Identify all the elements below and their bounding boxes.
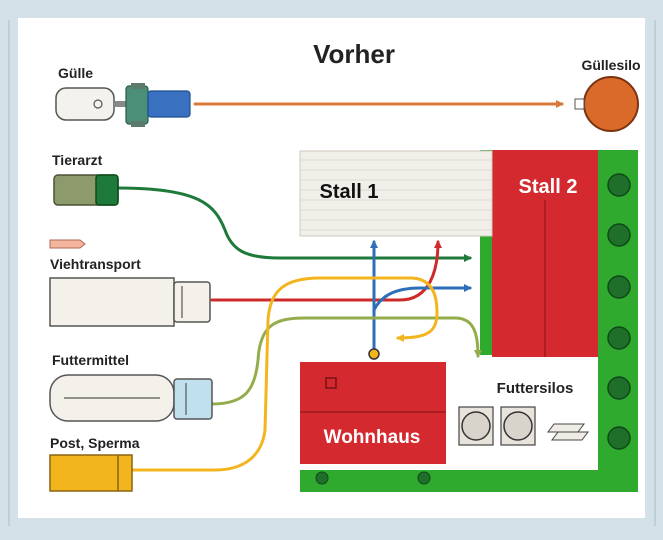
tierarzt-car-icon [53, 174, 119, 206]
routes [116, 100, 564, 472]
viehtransport-label: Viehtransport [50, 256, 141, 272]
feed-bags-icon [551, 431, 589, 441]
stall-1-building [299, 150, 493, 237]
post-van-icon [49, 454, 133, 492]
feed-silo-icon [503, 411, 533, 441]
stall-1-texture [300, 159, 492, 231]
futtersilo-icons [458, 406, 589, 446]
feed-silo-icon [461, 411, 491, 441]
futtermittel-truck-icon [49, 374, 213, 422]
cattle-icon [49, 239, 86, 249]
viehtransport-truck-icon [49, 277, 211, 327]
tractor-icon [55, 83, 191, 127]
chimney-icon [325, 377, 337, 389]
stall-2-label: Stall 2 [519, 176, 578, 198]
tree-icon [417, 471, 431, 485]
tierarzt-label: Tierarzt [52, 152, 103, 168]
tree-icon [315, 471, 329, 485]
post-sperma-label: Post, Sperma [50, 435, 140, 451]
tree-icon [607, 173, 631, 197]
route-tierarzt [116, 186, 472, 262]
wohnhaus-building [300, 362, 446, 464]
route-junction-dot [368, 348, 380, 360]
feed-bags-icon [547, 423, 585, 433]
wohnhaus-label: Wohnhaus [324, 427, 421, 448]
route-post-sperma [130, 276, 439, 472]
stall-1-label: Stall 1 [320, 181, 379, 203]
guellesilo-label: Güllesilo [581, 57, 640, 73]
yard-trees [315, 173, 631, 485]
tree-icon [607, 426, 631, 450]
tree-icon [607, 275, 631, 299]
silo-valve-icon [574, 98, 585, 110]
route-blue-stall2 [372, 284, 472, 312]
tree-icon [607, 376, 631, 400]
guellesilo-icon [583, 76, 639, 132]
tree-icon [607, 223, 631, 247]
guelle-label: Gülle [58, 65, 93, 81]
futtersilos-label: Futtersilos [497, 380, 574, 397]
futtermittel-label: Futtermittel [52, 352, 129, 368]
diagram-title: Vorher [313, 39, 395, 69]
route-futtermittel [210, 316, 482, 406]
tree-icon [607, 326, 631, 350]
